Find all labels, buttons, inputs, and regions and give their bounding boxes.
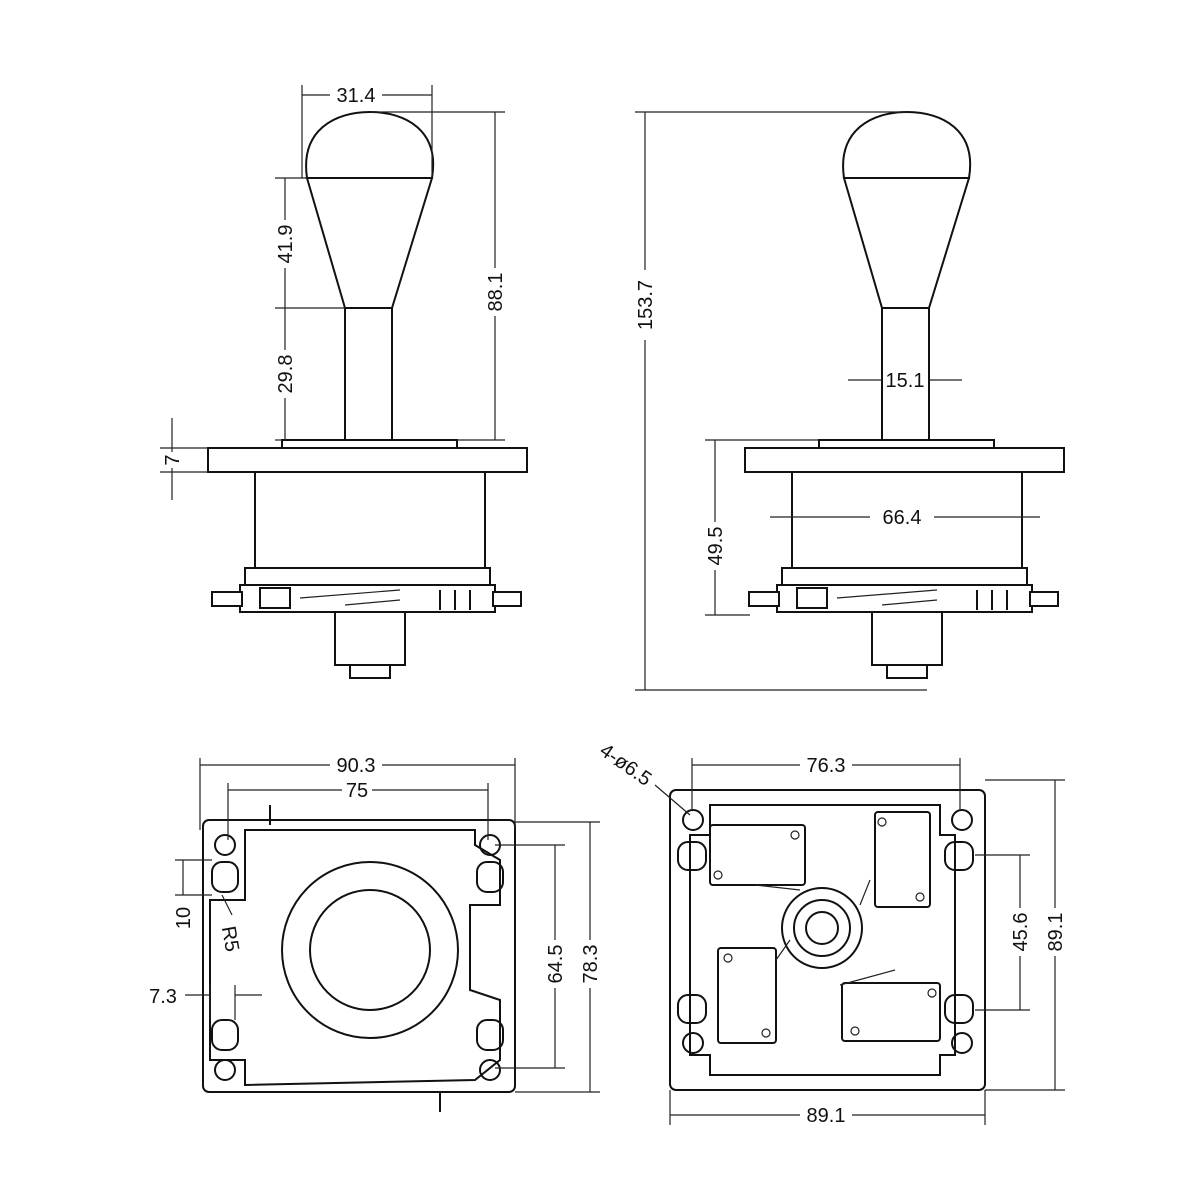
dim-shaft-diameter: 15.1 [886,370,925,392]
dim-mount-holes: 4-ø6.5 [595,739,655,790]
dim-hole-spacing-x: 76.3 [807,755,846,777]
side-view: 153.7 15.1 66.4 49.5 [634,111,1065,691]
dim-body-width: 66.4 [883,507,922,529]
dim-total-height: 153.7 [635,280,657,330]
bottom-view: 4-ø6.5 76.3 45.6 89.1 89.1 [595,739,1067,1127]
dim-plate-height: 78.3 [580,945,602,984]
dim-shaft-length: 29.8 [275,355,297,394]
dim-plate-height: 89.1 [1045,913,1067,952]
dim-slot-radius: R5 [217,924,243,953]
dim-hole-spacing-x: 75 [346,780,368,802]
dim-total-above-plate: 88.1 [485,273,507,312]
dim-plate-width: 90.3 [337,755,376,777]
dim-slot-length: 10 [173,907,195,929]
dim-slot-offset: 7.3 [149,986,177,1008]
front-view: 31.4 41.9 29.8 88.1 7 [160,84,528,679]
top-plate-view: 90.3 75 10 R5 7.3 64.5 78.3 [149,754,602,1112]
dim-knob-width: 31.4 [337,85,376,107]
dim-hole-spacing-y: 45.6 [1010,913,1032,952]
dim-hole-spacing-y: 64.5 [545,945,567,984]
dim-plate-thickness: 7 [162,454,184,465]
dim-knob-height: 41.9 [275,225,297,264]
dim-plate-width: 89.1 [807,1105,846,1127]
microswitches [709,811,941,1044]
dim-below-plate: 49.5 [705,527,727,566]
